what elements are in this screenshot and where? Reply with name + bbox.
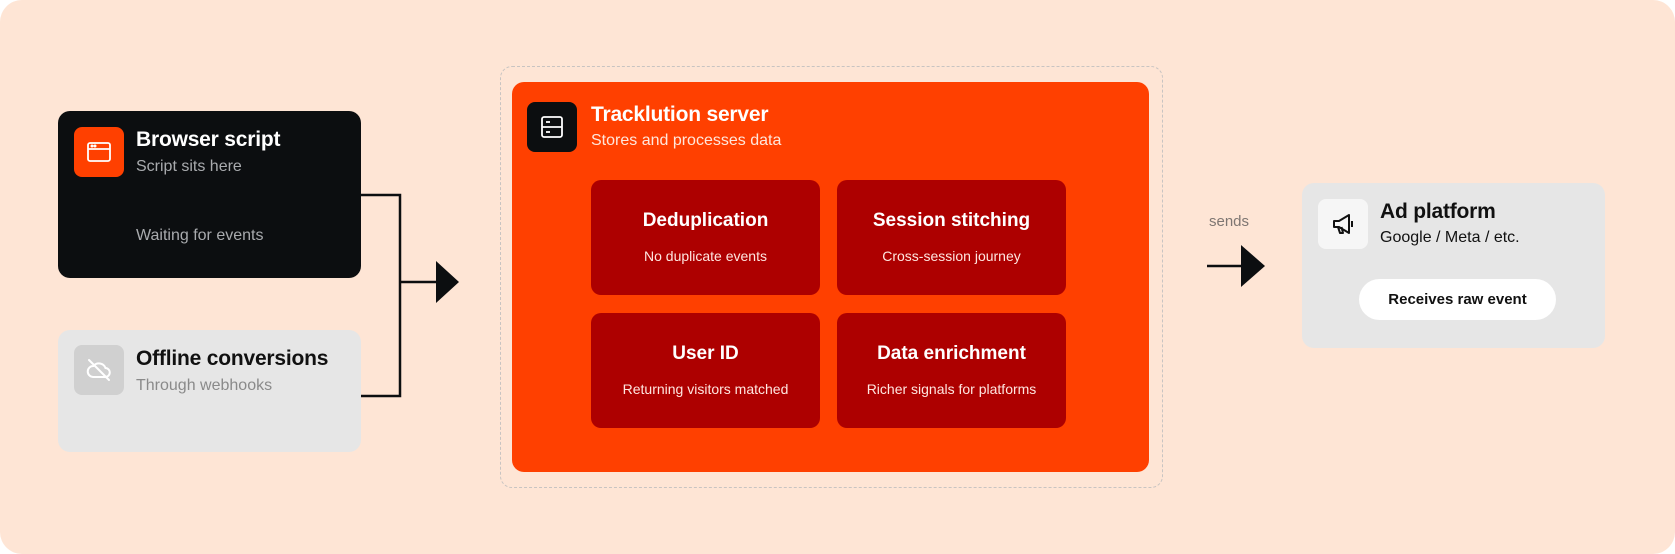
- feature-title: Session stitching: [872, 210, 1031, 231]
- cloud-off-icon: [74, 345, 124, 395]
- server-title: Tracklution server: [591, 103, 769, 126]
- ad-platform-subtitle: Google / Meta / etc.: [1380, 229, 1520, 246]
- offline-conversions-subtitle: Through webhooks: [136, 377, 273, 394]
- feature-title: User ID: [672, 343, 739, 364]
- browser-script-title: Browser script: [136, 128, 281, 151]
- feature-description: Cross-session journey: [882, 248, 1021, 264]
- server-dashed-boundary: [500, 66, 1163, 488]
- browser-script-status: Waiting for events: [136, 227, 264, 244]
- sends-label: sends: [1209, 213, 1250, 230]
- megaphone-icon: [1318, 199, 1368, 249]
- server-icon: [527, 102, 577, 152]
- browser-connector-line: [361, 193, 402, 398]
- feature-description: No duplicate events: [644, 248, 767, 264]
- feature-title: Deduplication: [642, 210, 769, 231]
- sends-arrow-head: [1241, 245, 1265, 287]
- offline-conversions-card: Offline conversions Through webhooks: [58, 330, 361, 452]
- feature-description: Returning visitors matched: [622, 381, 789, 397]
- server-subtitle: Stores and processes data: [591, 132, 782, 149]
- merge-arrow-head: [436, 261, 459, 303]
- feature-deduplication: Deduplication No duplicate events: [591, 180, 820, 295]
- receives-raw-event-pill: Receives raw event: [1359, 279, 1556, 320]
- feature-session-stitching: Session stitching Cross-session journey: [837, 180, 1066, 295]
- browser-script-card: Browser script Script sits here Waiting …: [58, 111, 361, 278]
- feature-user-id: User ID Returning visitors matched: [591, 313, 820, 428]
- feature-title: Data enrichment: [877, 343, 1026, 364]
- ad-platform-title: Ad platform: [1380, 200, 1496, 223]
- feature-description: Richer signals for platforms: [866, 381, 1037, 397]
- browser-script-subtitle: Script sits here: [136, 158, 242, 175]
- offline-conversions-title: Offline conversions: [136, 347, 329, 370]
- ad-platform-card: Ad platform Google / Meta / etc. Receive…: [1302, 183, 1605, 348]
- tracklution-server-card: Tracklution server Stores and processes …: [512, 82, 1149, 472]
- browser-window-icon: [74, 127, 124, 177]
- feature-data-enrichment: Data enrichment Richer signals for platf…: [837, 313, 1066, 428]
